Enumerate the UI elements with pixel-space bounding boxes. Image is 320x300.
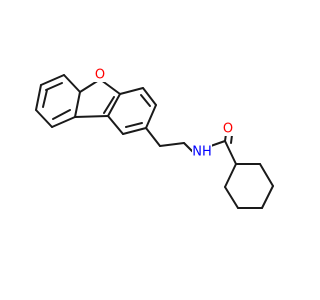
bond (119, 87, 144, 95)
bond (107, 115, 124, 135)
cyclohexane-ring (224, 163, 274, 209)
furan-ring (74, 79, 121, 118)
right-benzene-ring (107, 87, 157, 135)
bond (224, 140, 237, 165)
bond (224, 163, 237, 188)
bond (63, 74, 81, 93)
left-benzene-ring (35, 74, 81, 128)
double-bond-inner (42, 89, 48, 108)
bond (100, 79, 121, 95)
structure-canvas: O NH O (35, 67, 274, 209)
bond (159, 142, 185, 147)
molecule-drawing: O NH O (35, 67, 274, 209)
bond (107, 93, 121, 117)
double-bond-inner (125, 122, 143, 128)
bond (142, 87, 157, 106)
bond (145, 127, 161, 147)
bond (224, 186, 239, 209)
double-bond-inner (45, 82, 63, 91)
bond (261, 185, 274, 209)
atom-oxygen-ring: O (93, 67, 107, 83)
atom-nitrogen-amide: NH (192, 144, 212, 160)
bond (74, 91, 81, 118)
atom-oxygen-carbonyl: O (221, 121, 235, 137)
ethyl-linker (145, 127, 195, 154)
atom-oxygen-carbonyl-label: O (223, 122, 233, 137)
atom-nitrogen-amide-label: NH (192, 145, 212, 160)
bond (259, 163, 274, 187)
bond (35, 109, 53, 128)
atom-oxygen-ring-label: O (95, 68, 105, 83)
double-bond-inner (103, 96, 115, 114)
double-bond-inner (140, 94, 151, 107)
bond (40, 74, 65, 86)
bond (35, 84, 42, 111)
bond (145, 104, 157, 129)
double-bond-inner (52, 109, 71, 120)
bond (74, 115, 109, 118)
carbonyl-bond (230, 134, 233, 144)
bond (122, 127, 147, 135)
bond (51, 116, 76, 128)
